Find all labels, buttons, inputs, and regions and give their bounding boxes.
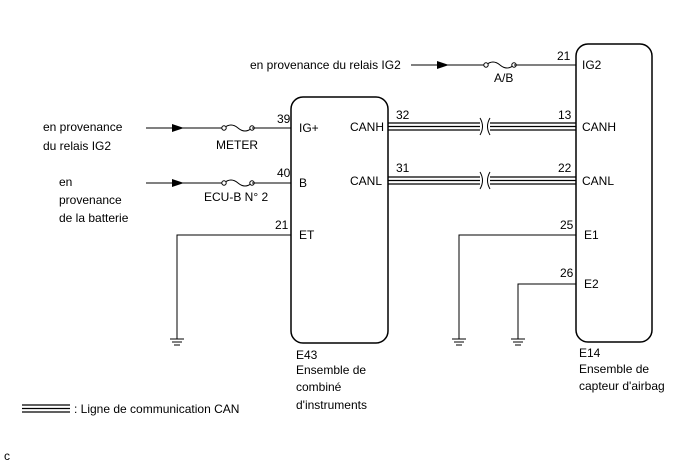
- source-relay-ig2-top: en provenance du relais IG2: [250, 58, 401, 72]
- wire-e1-ground: [458, 234, 576, 339]
- e43-name-line1: Ensemble de: [296, 363, 366, 377]
- e43-code: E43: [296, 348, 318, 362]
- arrow-igp: [172, 124, 184, 132]
- e43-pin-canh-label: CANH: [350, 120, 384, 134]
- fuse-ab-label: A/B: [494, 71, 513, 85]
- ground-icon-e1: [451, 338, 467, 346]
- arrow-b: [172, 179, 184, 187]
- can-bus-canh: [388, 117, 576, 136]
- legend-can-line-symbol: [22, 404, 70, 413]
- e43-pin-igp-label: IG+: [299, 121, 319, 135]
- source-battery-line2: provenance: [59, 193, 122, 207]
- source-relay-ig2-left-line2: du relais IG2: [43, 139, 111, 153]
- source-battery-line3: de la batterie: [59, 211, 129, 225]
- e14-name-line2: capteur d'airbag: [579, 379, 665, 393]
- e14-pin-canl-label: CANL: [582, 174, 614, 188]
- can-bus-canl: [388, 171, 576, 190]
- e43-combination-meter-box: [290, 96, 389, 344]
- e14-pin-e1-label: E1: [584, 228, 599, 242]
- fuse-ab-symbol: [485, 61, 515, 69]
- fuse-ecub-symbol: [223, 179, 253, 187]
- e14-pin-canh-number: 13: [558, 108, 572, 122]
- fuse-ecub-label: ECU-B N° 2: [204, 190, 268, 204]
- e14-pin-canl-number: 22: [558, 161, 572, 175]
- e14-code: E14: [579, 346, 601, 360]
- e14-pin-e2-number: 26: [560, 266, 574, 280]
- e14-pin-e1-number: 25: [560, 218, 574, 232]
- e14-pin-e2-label: E2: [584, 277, 599, 291]
- e43-pin-canl-label: CANL: [350, 174, 382, 188]
- legend-can-line-text: : Ligne de communication CAN: [74, 402, 239, 416]
- arrow-ig2-top: [437, 61, 449, 69]
- e43-pin-canh-number: 32: [396, 108, 410, 122]
- e14-pin-ig2-number: 21: [557, 49, 571, 63]
- source-battery-line1: en: [59, 175, 72, 189]
- e14-pin-canh-label: CANH: [582, 120, 616, 134]
- corner-mark: c: [4, 449, 10, 463]
- wire-et-ground: [176, 234, 291, 339]
- e43-pin-et-number: 21: [275, 218, 289, 232]
- source-relay-ig2-left-line1: en provenance: [43, 120, 123, 134]
- e43-name-line2: combiné: [296, 380, 342, 394]
- e43-pin-et-label: ET: [299, 228, 315, 242]
- ground-icon-et: [169, 338, 185, 346]
- e43-pin-b-number: 40: [277, 166, 291, 180]
- e14-airbag-sensor-box: [575, 43, 653, 343]
- e43-pin-igp-number: 39: [277, 112, 291, 126]
- e14-name-line1: Ensemble de: [579, 362, 649, 376]
- e43-name-line3: d'instruments: [296, 398, 367, 412]
- fuse-meter-label: METER: [216, 138, 258, 152]
- e14-pin-ig2-label: IG2: [582, 58, 602, 72]
- wire-e2-ground: [517, 283, 576, 339]
- e43-pin-canl-number: 31: [396, 161, 410, 175]
- e43-pin-b-label: B: [299, 176, 307, 190]
- fuse-meter-symbol: [223, 124, 253, 132]
- ground-icon-e2: [510, 338, 526, 346]
